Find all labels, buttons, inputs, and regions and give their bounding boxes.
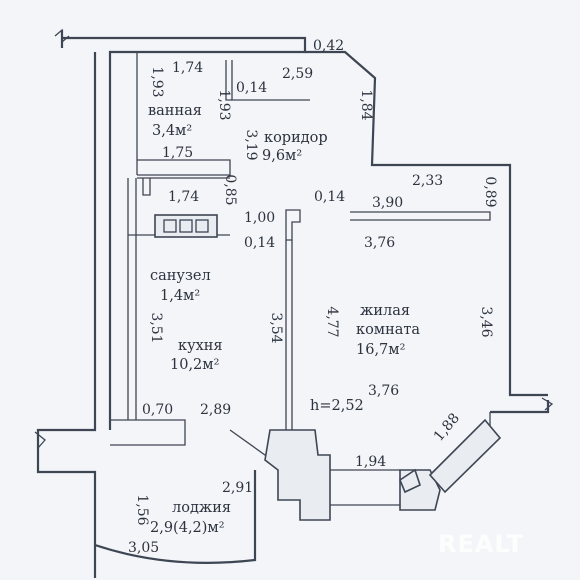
dim-085: 0,85 <box>222 174 238 205</box>
kitchen-area: 10,2м² <box>170 357 219 373</box>
dim-042: 0,42 <box>313 38 344 54</box>
ceiling-height: h=2,52 <box>310 398 364 414</box>
dim-259: 2,59 <box>282 66 313 82</box>
dim-014-a: 0,14 <box>236 80 267 96</box>
loggia-area: 2,9(4,2)м² <box>150 520 225 536</box>
living-area: 16,7м² <box>356 342 405 358</box>
dim-351: 3,51 <box>148 312 164 343</box>
dim-390: 3,90 <box>372 195 403 211</box>
dim-174-top: 1,74 <box>172 60 203 76</box>
dim-376-bottom: 3,76 <box>368 383 399 399</box>
dim-156: 1,56 <box>134 494 150 525</box>
dim-070: 0,70 <box>142 402 173 418</box>
dim-319: 3,19 <box>243 129 259 160</box>
dim-477: 4,77 <box>324 306 340 337</box>
kitchen-sink <box>154 214 218 238</box>
wc-name: санузел <box>150 268 211 284</box>
dim-014-c: 0,14 <box>244 235 275 251</box>
dim-014-b: 0,14 <box>314 189 345 205</box>
watermark: REALT <box>438 530 524 558</box>
dim-233: 2,33 <box>412 173 443 189</box>
dim-193-mid: 1,93 <box>216 89 232 120</box>
dim-175: 1,75 <box>162 145 193 161</box>
dim-354: 3,54 <box>268 312 284 343</box>
kitchen-name: кухня <box>178 338 223 354</box>
dim-188: 1,88 <box>431 410 463 444</box>
bathroom-name: ванная <box>148 103 202 119</box>
dim-174-mid: 1,74 <box>168 189 199 205</box>
break-marks <box>34 28 554 449</box>
bathroom-area: 3,4м² <box>152 123 192 139</box>
loggia-name: лоджия <box>172 500 231 516</box>
dim-194: 1,94 <box>355 454 386 470</box>
outer-walls <box>36 30 550 578</box>
dim-193-left: 1,93 <box>149 66 165 97</box>
dimension-labels: 0,42 1,74 1,93 1,93 0,14 2,59 1,84 3,19 … <box>128 38 498 556</box>
dim-376-top: 3,76 <box>364 235 395 251</box>
corridor-area: 9,6м² <box>262 148 302 164</box>
dim-346: 3,46 <box>478 306 494 337</box>
wc-area: 1,4м² <box>160 288 200 304</box>
loggia-wall <box>94 470 257 564</box>
wall-blocks <box>264 418 502 521</box>
dim-305: 3,05 <box>128 540 159 556</box>
living-name-2: комната <box>356 322 420 338</box>
dim-184: 1,84 <box>358 89 374 120</box>
dim-289: 2,89 <box>200 402 231 418</box>
living-name: жилая <box>360 303 410 319</box>
dim-089: 0,89 <box>482 176 498 207</box>
dim-100: 1,00 <box>244 210 275 226</box>
dim-291: 2,91 <box>222 480 253 496</box>
corridor-name: коридор <box>264 130 328 146</box>
